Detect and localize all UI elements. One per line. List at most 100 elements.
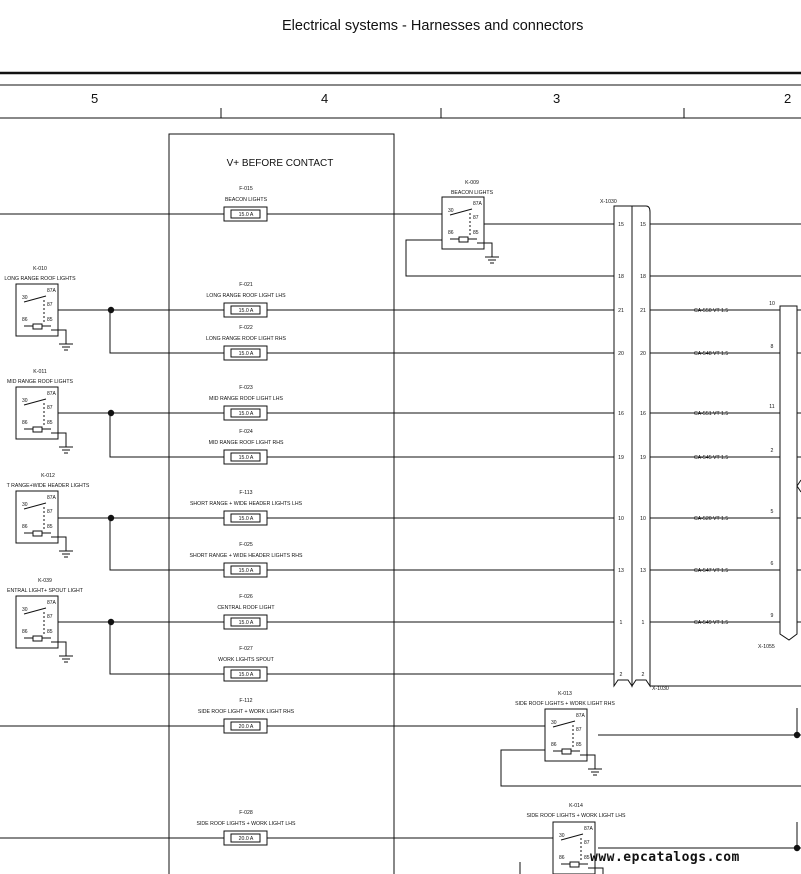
relay-pin-label: 87A <box>47 288 57 294</box>
fuse-rating-label: 15.0 A <box>239 212 254 218</box>
connector-pin-number: 10 <box>640 516 646 522</box>
relay-id-label: K-013 <box>558 691 572 697</box>
connector-pin-number: 21 <box>618 308 624 314</box>
relay-pin-label: 30 <box>22 398 28 404</box>
fuse-rating-label: 15.0 A <box>239 516 254 522</box>
relay-pin-label: 85 <box>576 742 582 748</box>
relay-pin-label: 86 <box>551 742 557 748</box>
relay-name-label: T RANGE+WIDE HEADER LIGHTS <box>7 483 90 489</box>
fuse-id-label: F-027 <box>239 646 253 652</box>
fuse-id-label: F-112 <box>239 698 252 704</box>
relay-id-label: K-014 <box>569 803 583 809</box>
ground-symbol <box>580 754 602 776</box>
connector-id-label: X-1055 <box>758 644 775 650</box>
fuse-id-label: F-028 <box>239 810 253 816</box>
wire-pin-number: 5 <box>771 509 774 515</box>
connector-pin-number: 16 <box>640 411 646 417</box>
fuse-id-label: F-026 <box>239 594 253 600</box>
junction-dot <box>107 306 115 314</box>
fuse-rating-label: 20.0 A <box>239 724 254 730</box>
connector-pin-number: 15 <box>640 222 646 228</box>
fuse-name-label: SHORT RANGE + WIDE HEADER LIGHTS LHS <box>190 501 303 507</box>
relay-coil <box>32 323 43 330</box>
fuse-element <box>230 305 261 315</box>
fuse-name-label: SIDE ROOF LIGHT + WORK LIGHT RHS <box>198 709 295 715</box>
relay-coil <box>569 861 580 868</box>
fuse-element <box>230 833 261 843</box>
relay-pin-label: 87A <box>47 391 57 397</box>
wire-label: CA-548 VT 1.5 <box>694 351 728 357</box>
fuse-id-label: F-113 <box>239 490 252 496</box>
panel-title: V+ BEFORE CONTACT <box>227 158 334 169</box>
relay-contact <box>23 295 47 303</box>
fuse-rating-label: 20.0 A <box>239 836 254 842</box>
relay-contact <box>552 720 576 728</box>
fuse-rating-label: 15.0 A <box>239 620 254 626</box>
fuse-id-label: F-015 <box>239 186 253 192</box>
wire <box>500 749 801 787</box>
relay-pin-label: 87A <box>584 826 594 832</box>
relay-contact <box>23 398 47 406</box>
fuse-name-label: BEACON LIGHTS <box>225 197 268 203</box>
relay-coil <box>32 530 43 537</box>
junction-dot <box>793 844 801 852</box>
relay-coil <box>561 748 572 755</box>
relay-pin-label: 87 <box>47 405 53 411</box>
wire-pin-number: 6 <box>771 561 774 567</box>
relay-pin-label: 30 <box>22 607 28 613</box>
fuse-id-label: F-023 <box>239 385 253 391</box>
relay-pin-label: 86 <box>22 420 28 426</box>
relay-pin-label: 85 <box>47 420 53 426</box>
junction-dot <box>107 618 115 626</box>
fuse-rating-label: 15.0 A <box>239 351 254 357</box>
column-number-3: 3 <box>553 91 561 106</box>
fuse-element <box>230 408 261 418</box>
connector-x1055 <box>779 305 798 641</box>
relay-pin-label: 85 <box>47 317 53 323</box>
wire-branch <box>58 309 224 354</box>
fuse-rating-label: 15.0 A <box>239 455 254 461</box>
connector-id-label: X-1030 <box>600 199 617 205</box>
relay-id-label: K-012 <box>41 473 55 479</box>
fuse-rating-label: 15.0 A <box>239 568 254 574</box>
junction-dot <box>793 731 801 739</box>
column-number-2: 2 <box>784 91 792 106</box>
relay-pin-label: 30 <box>559 833 565 839</box>
fuse-id-label: F-022 <box>239 325 253 331</box>
relay-coil <box>32 426 43 433</box>
wire <box>649 680 801 687</box>
connector-pin-number: 1 <box>620 620 623 626</box>
connector-id-label: X-1030 <box>652 686 669 692</box>
relay-name-label: SIDE ROOF LIGHTS + WORK LIGHT LHS <box>527 813 626 819</box>
relay-coil <box>32 635 43 642</box>
column-number-4: 4 <box>321 91 329 106</box>
wire-label: CA-551 VT 1.5 <box>694 411 728 417</box>
column-number-5: 5 <box>91 91 99 106</box>
wire-label: CA-547 VT 1.5 <box>694 568 728 574</box>
wire-pin-number: 10 <box>769 301 775 307</box>
connector-pin-number: 13 <box>640 568 646 574</box>
relay-pin-label: 85 <box>473 230 479 236</box>
relay-name-label: LONG RANGE ROOF LIGHTS <box>4 276 76 282</box>
ground-symbol <box>51 641 73 663</box>
wire-label: CA-545 VT 1.5 <box>694 455 728 461</box>
fuse-name-label: WORK LIGHTS SPOUT <box>218 657 274 663</box>
wire-label: CA-549 VT 1.5 <box>694 620 728 626</box>
connector-pin-number: 1 <box>642 620 645 626</box>
relay-pin-label: 86 <box>22 317 28 323</box>
fuse-panel <box>168 133 395 874</box>
relay-pin-label: 87A <box>47 495 57 501</box>
relay-pin-label: 87A <box>47 600 57 606</box>
